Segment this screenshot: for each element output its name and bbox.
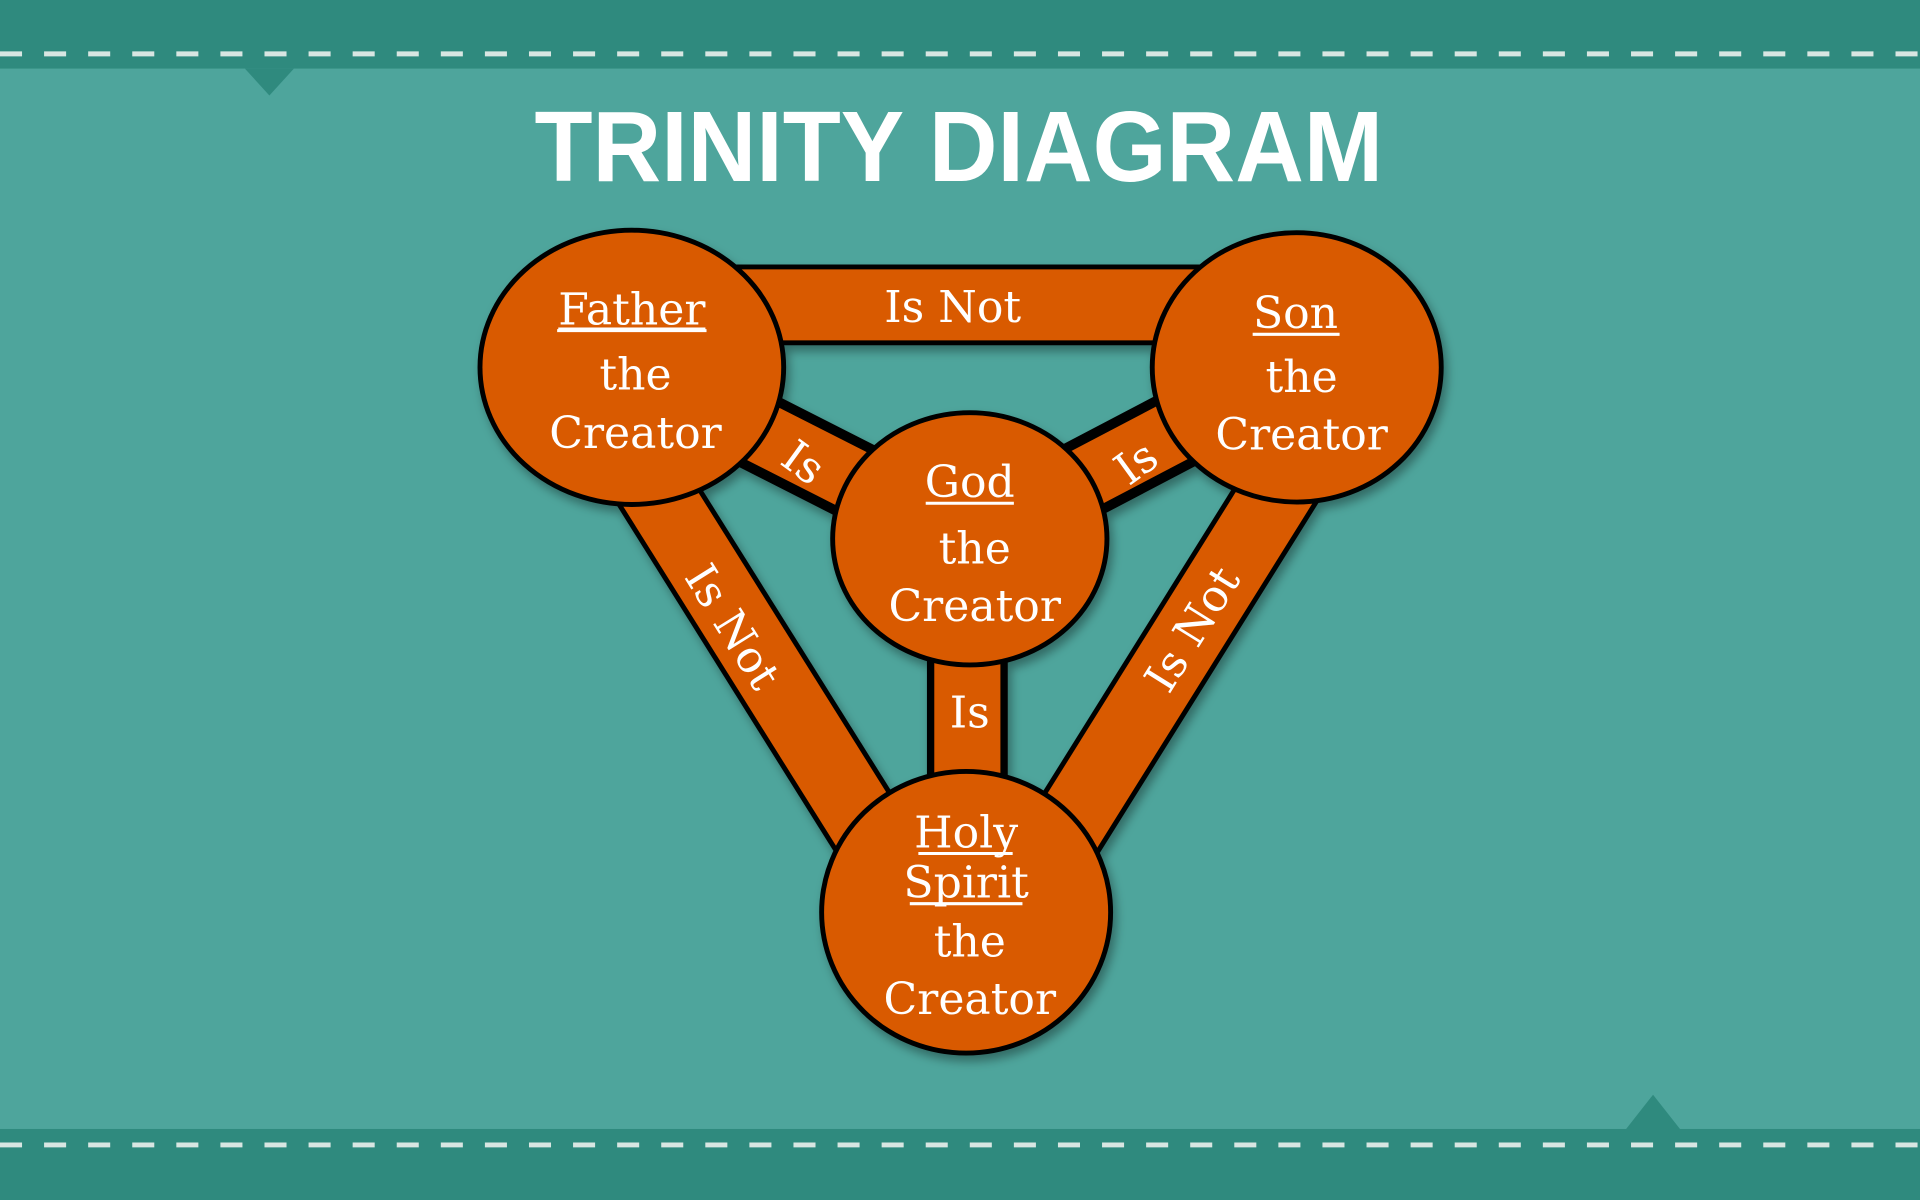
top-band [0, 0, 1920, 96]
bottom-band [0, 1094, 1920, 1200]
node-name: Father [558, 284, 706, 335]
node-son [1149, 230, 1444, 505]
node-name: Holy [914, 807, 1018, 858]
edge-label-father-son: Is Not [884, 282, 1021, 333]
notch-triangle [1626, 1094, 1680, 1129]
node-text: the [1266, 352, 1338, 403]
node-text: Creator [1215, 409, 1388, 460]
node-text: Creator [549, 408, 722, 459]
edge-label-god-spirit: Is [950, 687, 990, 738]
node-father [477, 227, 787, 507]
node-text: Creator [884, 974, 1057, 1025]
spirit-label: Holy Spirit the Creator [884, 807, 1057, 1025]
node-name: Son [1253, 288, 1338, 339]
notch-triangle [244, 68, 294, 96]
father-label: Father the Creator [549, 284, 722, 459]
node-text: the [939, 523, 1011, 574]
node-god [830, 410, 1110, 668]
node-text: the [599, 349, 671, 400]
node-name: God [925, 457, 1015, 508]
node-spirit [819, 768, 1114, 1056]
diagram [477, 227, 1444, 1056]
node-text: the [934, 916, 1006, 967]
node-text: Creator [888, 581, 1061, 632]
son-label: Son the Creator [1215, 288, 1388, 460]
god-label: God the Creator [888, 457, 1061, 632]
page-title: TRINITY DIAGRAM [534, 91, 1383, 203]
node-name: Spirit [903, 858, 1029, 909]
